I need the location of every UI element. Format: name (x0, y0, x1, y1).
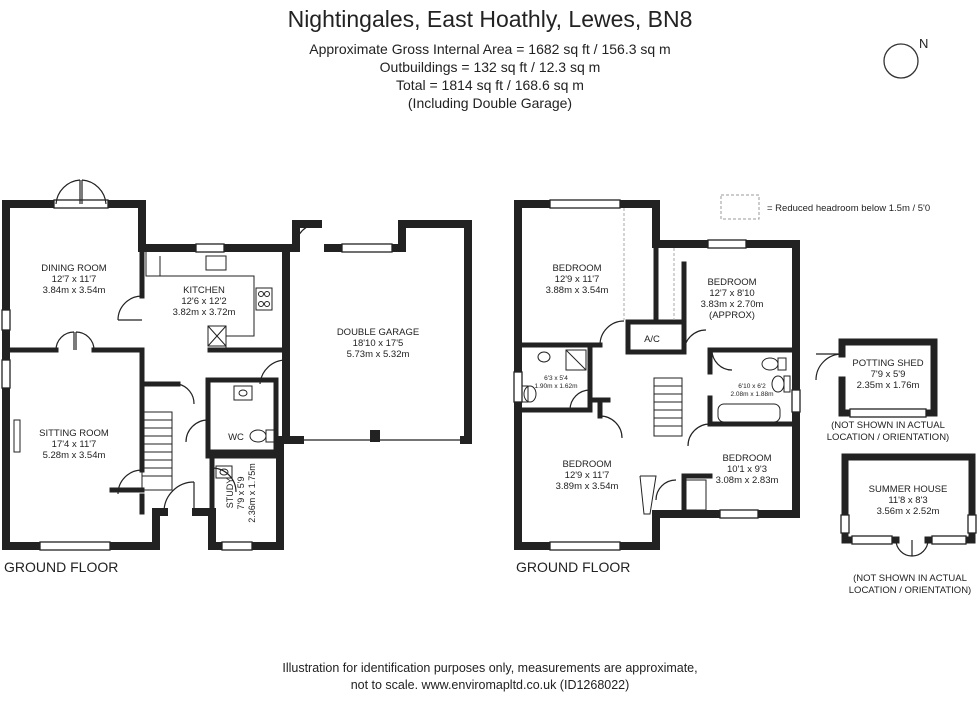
svg-text:3.84m x 3.54m: 3.84m x 3.54m (43, 285, 106, 296)
svg-text:(APPROX): (APPROX) (709, 310, 755, 321)
svg-text:18'10 x 17'5: 18'10 x 17'5 (353, 338, 404, 349)
svg-text:3.83m x 2.70m: 3.83m x 2.70m (701, 299, 764, 310)
right-floor-label: GROUND FLOOR (516, 559, 630, 575)
svg-text:(NOT SHOWN IN ACTUAL: (NOT SHOWN IN ACTUAL (831, 420, 945, 431)
compass-label: N (919, 36, 928, 51)
svg-text:5.73m x 5.32m: 5.73m x 5.32m (347, 349, 410, 360)
total-area-line: Total = 1814 sq ft / 168.6 sq m (396, 77, 584, 93)
ac-label: A/C (644, 334, 660, 345)
summer-house-note: (NOT SHOWN IN ACTUAL LOCATION / ORIENTAT… (849, 573, 971, 596)
disclaimer-line-1: Illustration for identification purposes… (282, 661, 698, 675)
potting-shed-note: (NOT SHOWN IN ACTUAL LOCATION / ORIENTAT… (827, 420, 949, 443)
garage-note-line: (Including Double Garage) (407, 95, 573, 111)
potting-shed-plan (815, 338, 938, 418)
svg-text:2.35m x 1.76m: 2.35m x 1.76m (857, 380, 920, 391)
dining-room-label: DINING ROOM 12'7 x 11'7 3.84m x 3.54m (41, 263, 107, 296)
svg-text:3.56m x 2.52m: 3.56m x 2.52m (877, 506, 940, 517)
svg-text:2.08m x 1.88m: 2.08m x 1.88m (731, 391, 774, 398)
svg-text:1.90m x 1.62m: 1.90m x 1.62m (535, 383, 578, 390)
svg-text:12'7 x 11'7: 12'7 x 11'7 (52, 274, 97, 285)
svg-text:DOUBLE GARAGE: DOUBLE GARAGE (337, 327, 419, 338)
svg-text:17'4 x 11'7: 17'4 x 11'7 (52, 439, 97, 450)
svg-text:6'3 x 5'4: 6'3 x 5'4 (544, 375, 568, 382)
bedroom-2-label: BEDROOM 12'7 x 8'10 3.83m x 2.70m (APPRO… (701, 277, 764, 321)
legend-text: = Reduced headroom below 1.5m / 5'0 (767, 203, 930, 214)
svg-text:BEDROOM: BEDROOM (562, 459, 611, 470)
bathroom-label: 6'10 x 6'2 2.08m x 1.88m (731, 383, 774, 398)
svg-text:3.88m x 3.54m: 3.88m x 3.54m (546, 285, 609, 296)
summer-house-plan (840, 453, 977, 557)
svg-text:BEDROOM: BEDROOM (707, 277, 756, 288)
study-label: STUDY 7'9 x 5'9 2.36m x 1.75m (225, 463, 257, 523)
svg-text:SITTING ROOM: SITTING ROOM (39, 428, 109, 439)
double-garage-label: DOUBLE GARAGE 18'10 x 17'5 5.73m x 5.32m (337, 327, 419, 360)
svg-text:3.89m x 3.54m: 3.89m x 3.54m (556, 481, 619, 492)
ensuite-label: 6'3 x 5'4 1.90m x 1.62m (535, 375, 578, 390)
svg-text:DINING ROOM: DINING ROOM (41, 263, 107, 274)
bedroom-1-label: BEDROOM 12'9 x 11'7 3.88m x 3.54m (546, 263, 609, 296)
svg-text:7'9 x 5'9: 7'9 x 5'9 (236, 477, 246, 510)
wc-label: WC (228, 432, 244, 443)
summer-house-label: SUMMER HOUSE 11'8 x 8'3 3.56m x 2.52m (869, 484, 948, 517)
kitchen-label: KITCHEN 12'6 x 12'2 3.82m x 3.72m (173, 285, 236, 318)
svg-text:BEDROOM: BEDROOM (552, 263, 601, 274)
reduced-headroom-swatch (720, 194, 760, 220)
svg-text:12'9 x 11'7: 12'9 x 11'7 (555, 274, 600, 285)
disclaimer-line-2: not to scale. www.enviromapltd.co.uk (ID… (350, 678, 630, 692)
potting-shed-label: POTTING SHED 7'9 x 5'9 2.35m x 1.76m (852, 358, 923, 391)
svg-text:LOCATION / ORIENTATION): LOCATION / ORIENTATION) (827, 432, 949, 443)
svg-text:3.82m x 3.72m: 3.82m x 3.72m (173, 307, 236, 318)
svg-text:12'6 x 12'2: 12'6 x 12'2 (181, 296, 226, 307)
svg-text:5.28m x 3.54m: 5.28m x 3.54m (43, 450, 106, 461)
svg-text:LOCATION / ORIENTATION): LOCATION / ORIENTATION) (849, 585, 971, 596)
right-floor-plan (513, 199, 801, 551)
compass-icon (883, 43, 919, 79)
bedroom-4-label: BEDROOM 10'1 x 9'3 3.08m x 2.83m (716, 453, 779, 486)
svg-text:12'7 x 8'10: 12'7 x 8'10 (709, 288, 754, 299)
svg-text:3.08m x 2.83m: 3.08m x 2.83m (716, 475, 779, 486)
svg-text:(NOT SHOWN IN ACTUAL: (NOT SHOWN IN ACTUAL (853, 573, 967, 584)
svg-text:11'8 x 8'3: 11'8 x 8'3 (888, 495, 927, 506)
svg-text:SUMMER HOUSE: SUMMER HOUSE (869, 484, 948, 495)
svg-text:BEDROOM: BEDROOM (722, 453, 771, 464)
outbuildings-area-line: Outbuildings = 132 sq ft / 12.3 sq m (379, 59, 601, 75)
bedroom-3-label: BEDROOM 12'9 x 11'7 3.89m x 3.54m (556, 459, 619, 492)
svg-text:KITCHEN: KITCHEN (183, 285, 225, 296)
left-floor-plan (1, 179, 472, 551)
svg-text:10'1 x 9'3: 10'1 x 9'3 (727, 464, 767, 475)
svg-text:6'10 x 6'2: 6'10 x 6'2 (738, 383, 766, 390)
svg-text:POTTING SHED: POTTING SHED (852, 358, 923, 369)
svg-text:12'9 x 11'7: 12'9 x 11'7 (565, 470, 610, 481)
svg-text:2.36m x 1.75m: 2.36m x 1.75m (247, 463, 257, 523)
sitting-room-label: SITTING ROOM 17'4 x 11'7 5.28m x 3.54m (39, 428, 109, 461)
gross-area-line: Approximate Gross Internal Area = 1682 s… (309, 41, 671, 57)
svg-text:7'9 x 5'9: 7'9 x 5'9 (871, 369, 906, 380)
left-floor-label: GROUND FLOOR (4, 559, 118, 575)
page-title: Nightingales, East Hoathly, Lewes, BN8 (287, 6, 693, 32)
svg-text:STUDY: STUDY (225, 478, 235, 509)
